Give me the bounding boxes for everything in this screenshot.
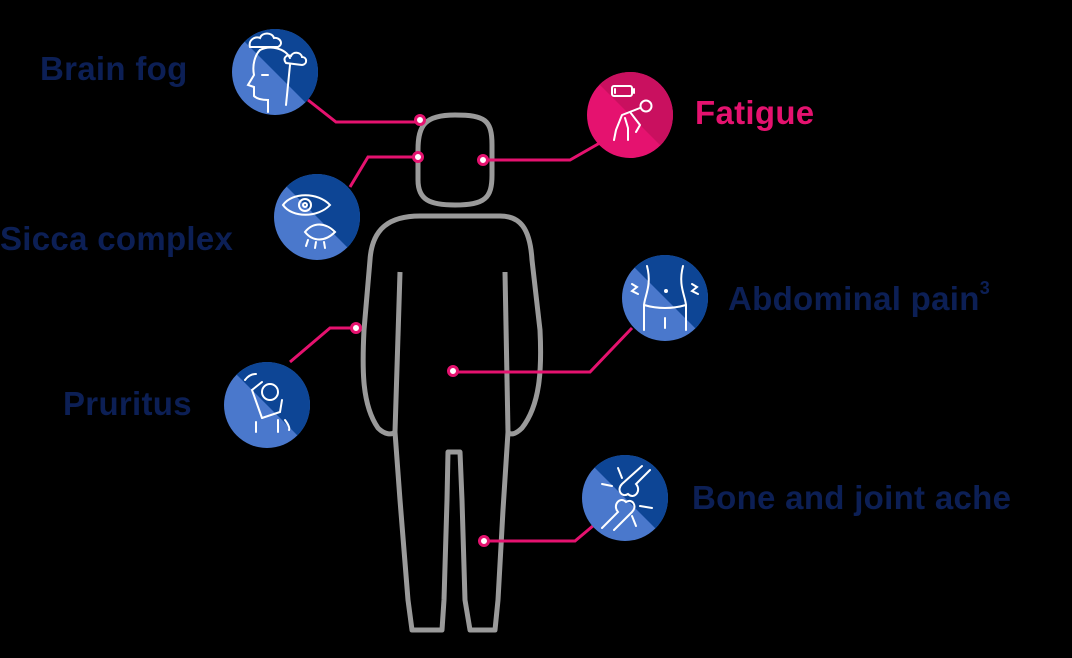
connector-dots: [350, 114, 490, 547]
label-bone-joint-ache: Bone and joint ache: [692, 479, 1012, 516]
brain-fog-icon: [224, 11, 336, 115]
label-fatigue: Fatigue: [695, 94, 815, 131]
pruritus-icon: [213, 344, 328, 448]
connectors: [289, 98, 634, 543]
label-sicca-complex: Sicca complex: [0, 220, 234, 257]
human-outline: [360, 112, 544, 633]
citation-superscript: 3: [979, 278, 991, 298]
sicca-complex-icon: [262, 156, 378, 260]
label-brain-fog: Brain fog: [40, 50, 188, 87]
label-pruritus: Pruritus: [63, 385, 192, 422]
fatigue-icon: [576, 54, 691, 158]
label-abdominal-pain: Abdominal pain3: [728, 278, 991, 318]
abdominal-pain-text: Abdominal pain: [728, 280, 980, 317]
